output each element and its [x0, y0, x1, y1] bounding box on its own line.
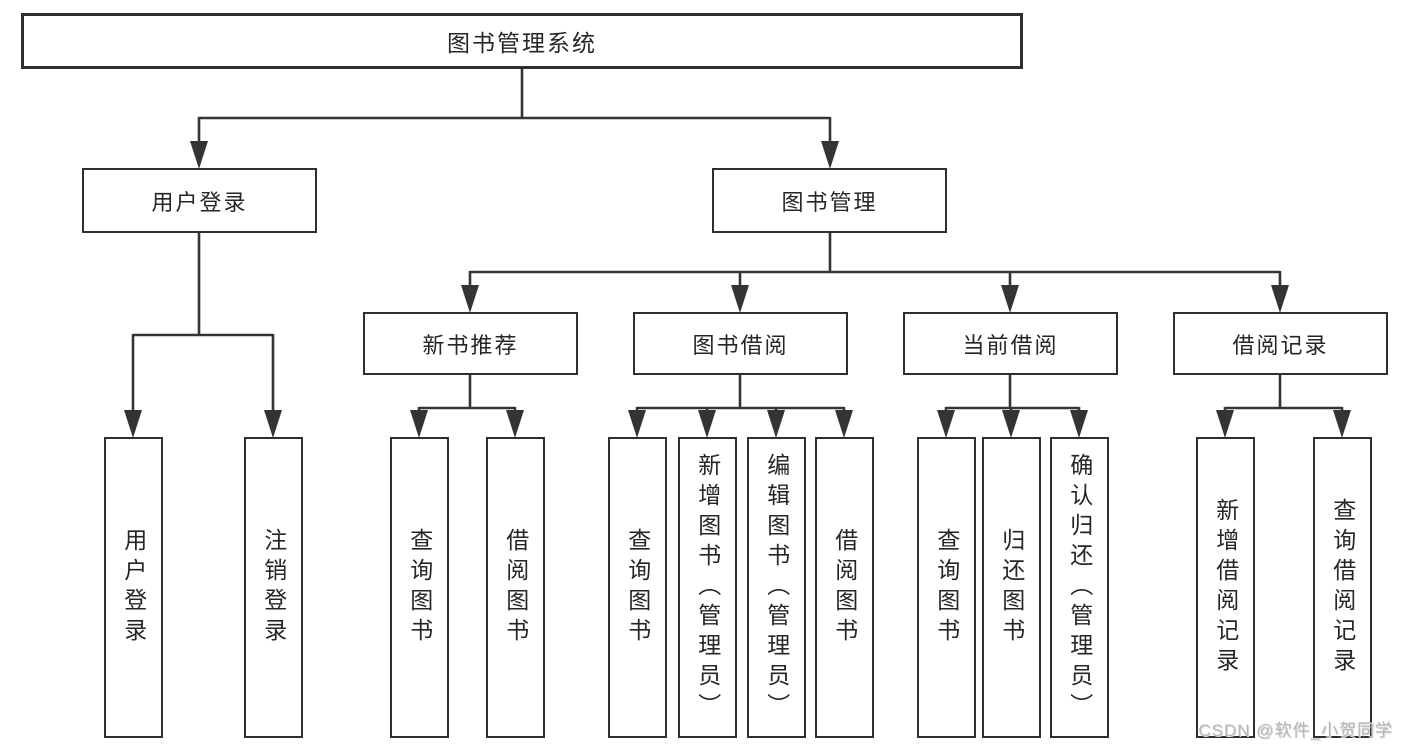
- leaf-current-confirm-return-admin: 确认归还（管理员）: [1050, 437, 1109, 738]
- node-book-management: 图书管理: [712, 168, 947, 233]
- leaf-current-query-books: 查询图书: [917, 437, 976, 738]
- node-book-borrowing: 图书借阅: [633, 312, 848, 375]
- leaf-borrowing-add-book-admin: 新增图书（管理员）: [678, 437, 737, 738]
- leaf-logout: 注销登录: [244, 437, 303, 738]
- leaf-recommend-borrow-books: 借阅图书: [486, 437, 545, 738]
- leaf-records-query-record: 查询借阅记录: [1313, 437, 1372, 738]
- leaf-borrowing-edit-book-admin: 编辑图书（管理员）: [747, 437, 806, 738]
- leaf-records-add-record: 新增借阅记录: [1196, 437, 1255, 738]
- node-new-book-recommendation: 新书推荐: [363, 312, 578, 375]
- node-current-borrowing: 当前借阅: [903, 312, 1118, 375]
- node-user-login: 用户登录: [82, 168, 317, 233]
- leaf-borrowing-borrow-books: 借阅图书: [815, 437, 874, 738]
- leaf-current-return-books: 归还图书: [982, 437, 1041, 738]
- csdn-watermark: CSDN @软件_小贺同学: [1198, 721, 1393, 740]
- leaf-user-login: 用户登录: [104, 437, 163, 738]
- leaf-recommend-query-books: 查询图书: [390, 437, 449, 738]
- node-borrowing-records: 借阅记录: [1173, 312, 1388, 375]
- node-root: 图书管理系统: [21, 13, 1023, 69]
- leaf-borrowing-query-books: 查询图书: [608, 437, 667, 738]
